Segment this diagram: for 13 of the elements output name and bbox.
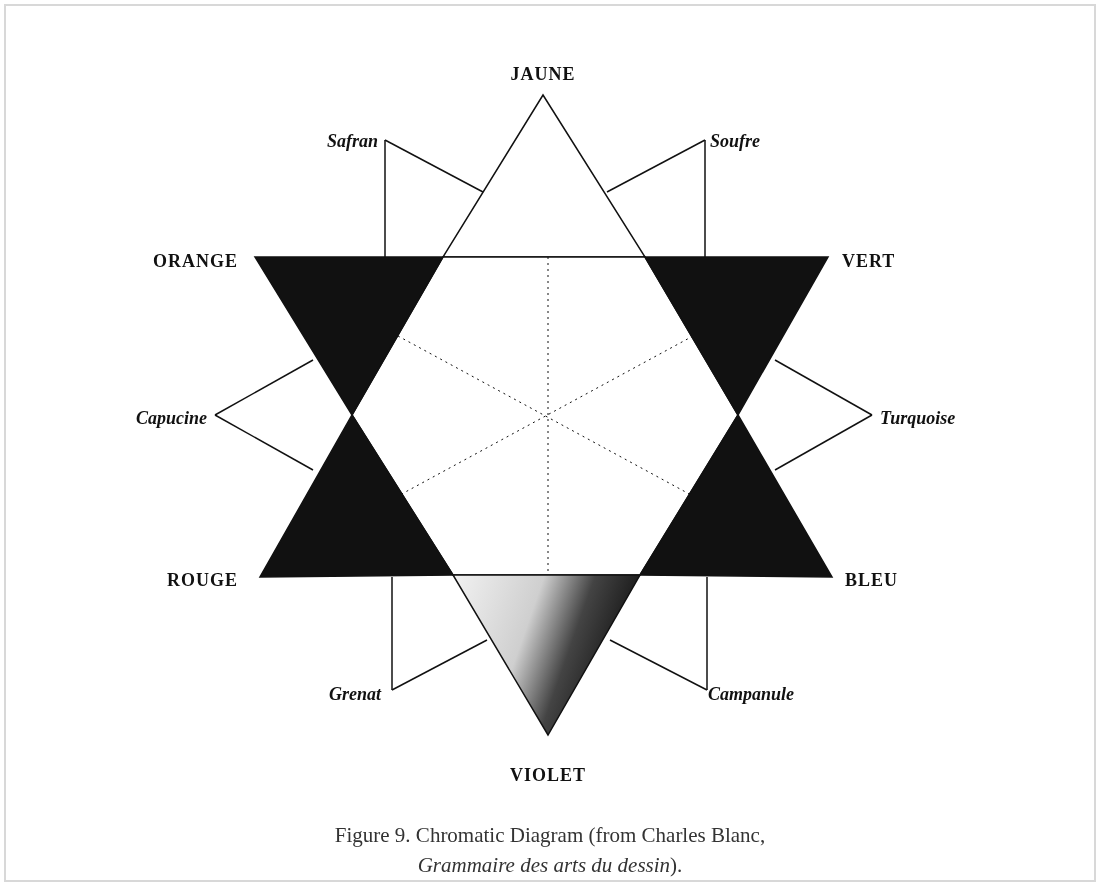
color-name-label: Soufre [710,131,760,151]
color-name-label: VIOLET [510,765,587,785]
color-name-label: Capucine [136,408,207,428]
color-name-label: Grenat [329,684,381,704]
color-name-label: Campanule [708,684,795,704]
color-name-label: BLEU [845,570,899,590]
figure-caption: Figure 9. Chromatic Diagram (from Charles Blanc, Grammaire des arts du dessin). [333,822,767,879]
color-name-label: VERT [842,251,896,271]
color-name-label: Safran [327,131,379,151]
color-name-label: ROUGE [167,570,238,590]
color-name-label: JAUNE [510,64,576,84]
color-name-label: ORANGE [153,251,238,271]
color-name-label: Turquoise [880,408,956,428]
